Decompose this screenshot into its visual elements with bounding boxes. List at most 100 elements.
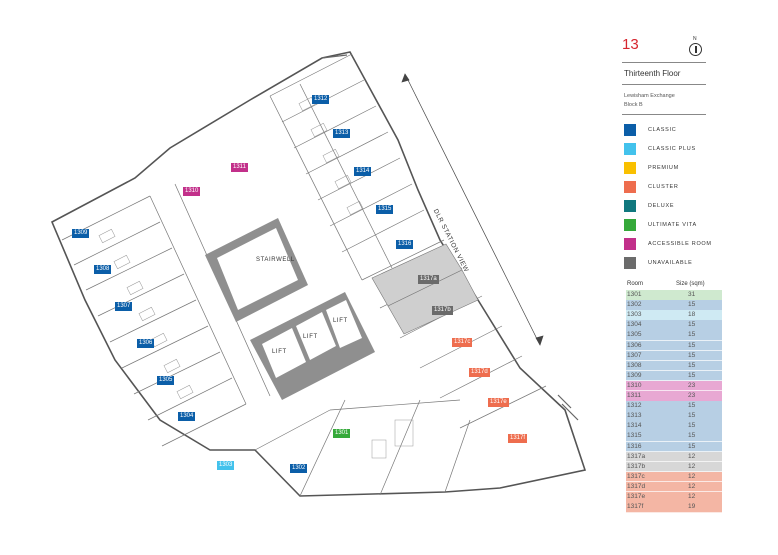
- building-outline: [50, 51, 587, 497]
- site-name: Lewisham Exchange Block B: [624, 92, 708, 110]
- room-tag-1303[interactable]: 1303: [217, 461, 235, 470]
- room-number: 1306: [627, 341, 642, 349]
- room-number: 1313: [627, 412, 642, 420]
- divider: [622, 62, 706, 63]
- divider: [622, 84, 706, 85]
- room-tag-1317f[interactable]: 1317f: [508, 434, 528, 443]
- room-size: 15: [688, 341, 696, 349]
- room-number: 1301: [627, 291, 642, 298]
- room-tag-1308[interactable]: 1308: [94, 265, 112, 274]
- room-tag-1305[interactable]: 1305: [157, 376, 175, 385]
- room-tag-1306[interactable]: 1306: [137, 339, 155, 348]
- legend-label: ULTIMATE VITA: [648, 222, 697, 228]
- legend-item-classic: CLASSIC: [624, 124, 724, 136]
- window-marks: [321, 54, 579, 421]
- room-size: 12: [688, 452, 696, 460]
- legend-item-classic-plus: CLASSIC PLUS: [624, 143, 724, 155]
- furniture: [98, 96, 414, 459]
- table-row: 1313 15: [626, 411, 722, 422]
- legend-item-deluxe: DELUXE: [624, 200, 724, 212]
- lift-label-1: LIFT: [272, 349, 287, 355]
- legend-label: PREMIUM: [648, 165, 679, 171]
- room-number: 1302: [627, 301, 642, 309]
- room-tag-1307[interactable]: 1307: [115, 302, 133, 311]
- room-number: 1317f: [627, 503, 644, 511]
- table-row: 1317b 12: [626, 461, 722, 473]
- table-row: 1309 15: [626, 370, 722, 382]
- stairwell-inner: [217, 228, 298, 310]
- compass-north-letter: N: [693, 36, 697, 42]
- room-size: 23: [688, 392, 696, 399]
- table-row: 1311 23: [626, 391, 722, 402]
- room-tag-1317c[interactable]: 1317c: [452, 338, 473, 347]
- room-number: 1311: [627, 392, 641, 399]
- room-number: 1308: [627, 361, 642, 369]
- room-size: 15: [688, 361, 696, 369]
- unavailable-area: [371, 243, 479, 335]
- room-tag-1309[interactable]: 1309: [72, 229, 90, 238]
- room-tag-1311[interactable]: 1311: [231, 163, 248, 172]
- legend-label: ACCESSIBLE ROOM: [648, 241, 712, 247]
- room-number: 1317e: [627, 493, 646, 500]
- room-tag-1302[interactable]: 1302: [290, 464, 308, 473]
- divider: [622, 114, 706, 115]
- room-tag-1317a[interactable]: 1317a: [418, 275, 439, 284]
- room-tag-1315[interactable]: 1315: [376, 205, 394, 214]
- room-tag-1316[interactable]: 1316: [396, 240, 414, 249]
- room-tag-1310[interactable]: 1310: [183, 187, 201, 196]
- room-tag-1317e[interactable]: 1317e: [488, 398, 509, 407]
- floor-plan-drawing: [50, 51, 587, 497]
- room-walls: [61, 53, 547, 497]
- room-tag-1313[interactable]: 1313: [333, 129, 351, 138]
- table-row: 1308 15: [626, 360, 722, 372]
- lift-label-2: LIFT: [303, 334, 318, 340]
- room-number: 1304: [627, 321, 642, 329]
- room-size: 15: [688, 371, 696, 379]
- site-line-2: Block B: [624, 102, 643, 108]
- room-size: 15: [688, 402, 696, 410]
- floor-plan: DLR STATION VIEW STAIRWELL LIFT LIFT LIF…: [50, 51, 587, 497]
- room-tag-1301[interactable]: 1301: [333, 429, 351, 438]
- room-number: 1314: [627, 422, 642, 430]
- room-size: 18: [688, 311, 696, 319]
- room-number: 1317b: [627, 462, 646, 470]
- lift-label-3: LIFT: [333, 318, 348, 324]
- room-tag-1317b[interactable]: 1317b: [432, 306, 453, 315]
- room-size: 12: [688, 493, 696, 500]
- legend-swatch: [624, 238, 636, 250]
- legend-label: CLASSIC: [648, 127, 677, 133]
- room-size: 12: [688, 462, 696, 470]
- legend-swatch: [624, 162, 636, 174]
- room-number: 1315: [627, 432, 642, 440]
- lift-shafts: [262, 300, 362, 378]
- table-row: 1306 15: [626, 340, 722, 351]
- room-number: 1309: [627, 371, 642, 379]
- table-row: 1317e 12: [626, 492, 722, 503]
- table-header-room: Room: [627, 281, 644, 287]
- room-size: 15: [688, 331, 696, 339]
- compass-needle: [695, 46, 697, 53]
- room-tag-1312[interactable]: 1312: [312, 95, 330, 104]
- room-number: 1310: [627, 381, 642, 389]
- room-size: 15: [688, 412, 696, 420]
- room-size: 12: [688, 472, 696, 480]
- room-tag-1304[interactable]: 1304: [178, 412, 196, 421]
- room-size: 15: [688, 442, 696, 450]
- room-number: 1303: [627, 311, 642, 319]
- room-tag-1314[interactable]: 1314: [354, 167, 372, 176]
- room-size: 15: [688, 321, 696, 329]
- room-tag-1317d[interactable]: 1317d: [469, 368, 490, 377]
- table-header-size: Size (sqm): [676, 281, 705, 287]
- room-number: 1307: [627, 351, 642, 359]
- room-number: 1317d: [627, 482, 646, 490]
